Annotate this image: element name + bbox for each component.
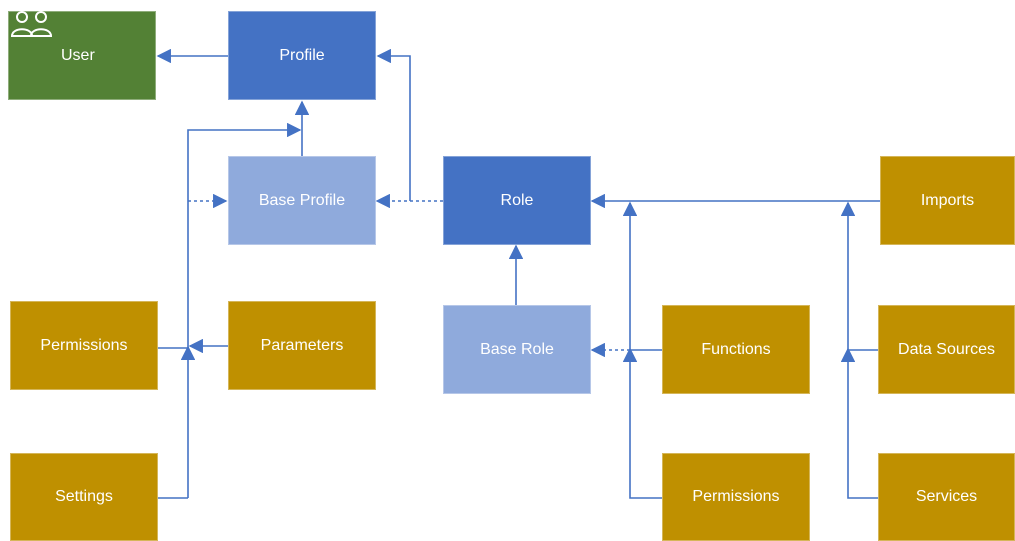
services-node[interactable]: Services: [878, 453, 1015, 541]
settings-node[interactable]: Settings: [10, 453, 158, 541]
imports-node[interactable]: Imports: [880, 156, 1015, 245]
base-role-node[interactable]: Base Role: [443, 305, 591, 394]
functions-label: Functions: [701, 340, 771, 358]
profile-node[interactable]: Profile: [228, 11, 376, 100]
settings-label: Settings: [55, 488, 113, 505]
data-sources-label: Data Sources: [898, 340, 995, 358]
connector-services-bus: [840, 201, 878, 499]
profile-label: Profile: [279, 46, 325, 64]
user-node[interactable]: User: [8, 11, 156, 100]
permissions-left-label: Permissions: [40, 336, 128, 354]
role-label: Role: [500, 191, 534, 209]
permissions-left-node[interactable]: Permissions: [10, 301, 158, 390]
imports-label: Imports: [920, 191, 975, 209]
parameters-node[interactable]: Parameters: [228, 301, 376, 390]
permissions-right-label: Permissions: [692, 488, 780, 505]
base-profile-node[interactable]: Base Profile: [228, 156, 376, 245]
connector-role-profile: [376, 48, 411, 201]
parameters-label: Parameters: [260, 336, 344, 354]
data-sources-node[interactable]: Data Sources: [878, 305, 1015, 394]
permissions-right-node[interactable]: Permissions: [662, 453, 810, 541]
connector-permissions-right-bus: [622, 201, 662, 499]
base-profile-label: Base Profile: [258, 191, 346, 209]
role-node[interactable]: Role: [443, 156, 591, 245]
users-icon: [10, 11, 53, 37]
connector-bus-profile: [187, 122, 302, 498]
services-label: Services: [915, 488, 978, 505]
user-label: User: [61, 46, 95, 64]
functions-node[interactable]: Functions: [662, 305, 810, 394]
base-role-label: Base Role: [480, 340, 554, 358]
